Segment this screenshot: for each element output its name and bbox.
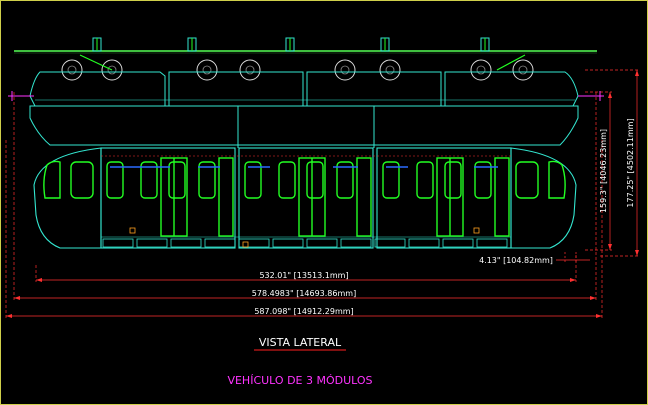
dimension-lines (5, 69, 640, 318)
guide-rail (14, 50, 597, 54)
skirt-panels (102, 227, 508, 248)
window (474, 161, 492, 199)
bogie-wheel (196, 59, 218, 81)
end-couplers (8, 91, 604, 101)
bogie-wheel (379, 59, 401, 81)
wheel-hub (340, 65, 350, 75)
window (416, 161, 434, 199)
cab-window (548, 160, 566, 199)
dim-length-total: 587.098" [14912.29mm] (254, 307, 353, 316)
wheel-hub (67, 65, 77, 75)
window (382, 161, 400, 199)
skirt-panel (170, 238, 202, 248)
drawing-subtitle: VEHÍCULO DE 3 MÓDULOS (227, 374, 372, 387)
skirt-panel (340, 238, 372, 248)
side-door (494, 157, 510, 237)
skirt-panel (306, 238, 338, 248)
skirt-panel (238, 238, 270, 248)
side-door (356, 157, 372, 237)
skirt-panel (442, 238, 474, 248)
bogie-wheel (101, 59, 123, 81)
bogie-wheel (512, 59, 534, 81)
windows-and-doors (43, 157, 566, 237)
window (198, 161, 216, 199)
upper-housing (29, 71, 579, 107)
wheel-hub (385, 65, 395, 75)
bogie-wheel (239, 59, 261, 81)
skirt-panel (204, 238, 236, 248)
wheel-hub (476, 65, 486, 75)
skirt-panel (136, 238, 168, 248)
skirt-panel (374, 238, 406, 248)
wheel-hub (202, 65, 212, 75)
car-body (33, 147, 577, 249)
dim-height-car: 159.3" [4046.23mm] (599, 129, 608, 213)
bogies (61, 54, 534, 81)
bogie-link (79, 54, 113, 71)
marker (129, 227, 136, 234)
bogie-wheel (61, 59, 83, 81)
window (106, 161, 124, 199)
window (168, 161, 186, 199)
wheel-hub (245, 65, 255, 75)
bogie-wheel (470, 59, 492, 81)
window (70, 161, 94, 199)
dim-length-inner: 532.01" [13513.1mm] (259, 271, 348, 280)
dimension-arrows (6, 70, 639, 318)
wheel-hub (518, 65, 528, 75)
wheel-hub (107, 65, 117, 75)
dim-length-mid: 578.4983" [14693.86mm] (252, 289, 356, 298)
dim-height-total: 177.25" [4502.11mm] (626, 118, 635, 207)
side-door (218, 157, 234, 237)
suspension-frame (29, 105, 579, 148)
skirt-panel (272, 238, 304, 248)
marker (242, 241, 249, 248)
window (515, 161, 539, 199)
view-title: VISTA LATERAL (259, 336, 342, 349)
window (244, 161, 262, 199)
window (444, 161, 462, 199)
skirt-panel (408, 238, 440, 248)
marker (473, 227, 480, 234)
window (336, 161, 354, 199)
skirt-panel (102, 238, 134, 248)
rail-hangers (92, 37, 490, 52)
bogie-wheel (334, 59, 356, 81)
window (306, 161, 324, 199)
skirt-panel (476, 238, 508, 248)
window (140, 161, 158, 199)
bogie-link (496, 54, 526, 71)
window (278, 161, 296, 199)
cab-window (43, 160, 61, 199)
dim-clearance: 4.13" [104.82mm] (479, 256, 553, 265)
